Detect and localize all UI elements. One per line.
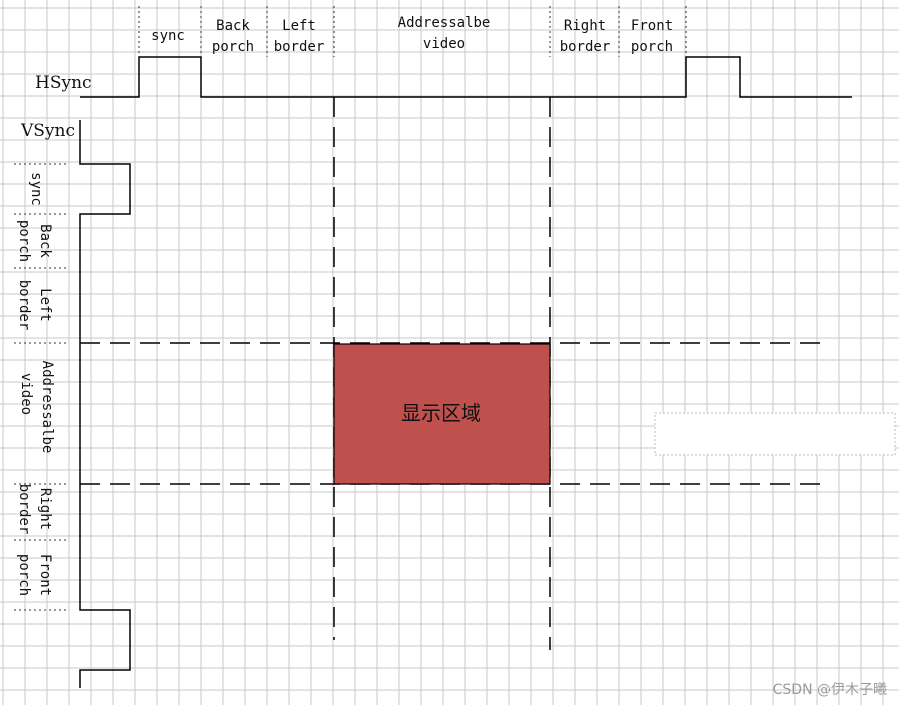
h-back-porch-label: Back <box>216 18 250 34</box>
hsync-waveform <box>80 56 852 98</box>
h-front-porch-label: porch <box>631 39 673 55</box>
h-front-porch-label: Front <box>631 18 673 34</box>
hsync-segment-separators <box>138 6 687 57</box>
h-sync-label: sync <box>151 28 185 44</box>
display-area <box>333 343 551 485</box>
v-back-porch-label: Back <box>37 224 53 258</box>
v-front-porch-label: Front <box>37 554 53 596</box>
hsync-label: HSync <box>35 73 92 93</box>
vsync-label: VSync <box>20 121 75 141</box>
v-front-porch-label: porch <box>16 554 32 596</box>
h-right-border-label: border <box>560 39 611 55</box>
h-addressable-video-label: video <box>423 36 465 52</box>
v-left-border-label: Left <box>37 288 53 322</box>
h-right-border-label: Right <box>564 18 606 34</box>
h-left-border-label: border <box>274 39 325 55</box>
placeholder-box <box>654 412 896 456</box>
v-left-border-label: border <box>16 280 32 331</box>
display-area-label: 显示区域 <box>401 401 481 425</box>
v-back-porch-label: porch <box>16 220 32 262</box>
h-back-porch-label: porch <box>212 39 254 55</box>
watermark: CSDN @伊木子曦 <box>772 682 887 698</box>
v-addressable-video-label: video <box>18 373 34 415</box>
h-addressable-video-label: Addressalbe <box>398 15 491 31</box>
v-addressable-video-label: Addressalbe <box>39 361 55 454</box>
v-right-border-label: Right <box>37 488 53 530</box>
v-sync-label: sync <box>28 172 44 206</box>
h-left-border-label: Left <box>282 18 316 34</box>
vsync-segment-separators <box>14 163 66 611</box>
v-right-border-label: border <box>16 484 32 535</box>
vsync-waveform <box>79 120 131 688</box>
